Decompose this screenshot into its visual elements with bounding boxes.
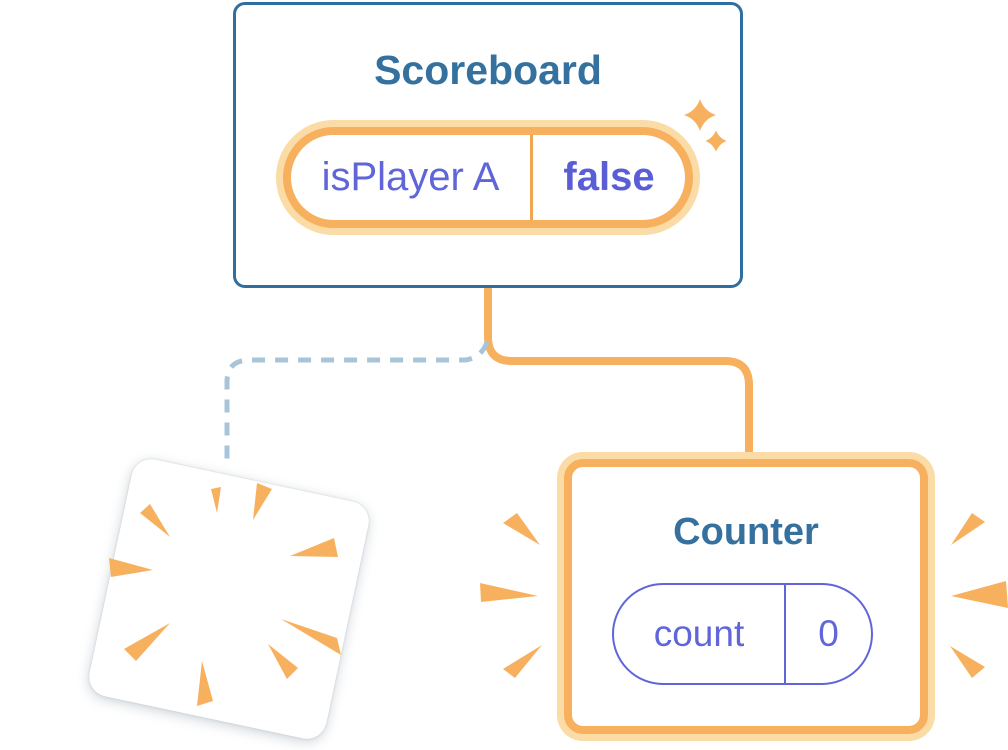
counter-state-pill: count 0	[612, 583, 873, 685]
solid-connector-line	[484, 286, 753, 454]
pill-divider	[784, 585, 786, 683]
state-key-label: count	[653, 613, 745, 654]
state-value-label: false	[563, 155, 655, 199]
scoreboard-title: Scoreboard	[374, 47, 602, 93]
pill-divider	[530, 135, 533, 220]
dashed-connector-line	[224, 341, 490, 460]
state-key-label: isPlayer A	[321, 155, 500, 199]
counter-card	[557, 452, 935, 741]
destroyed-component-card	[85, 455, 373, 743]
counter-title: Counter	[673, 511, 819, 553]
scoreboard-state-pill: isPlayer A false	[276, 120, 700, 235]
state-value-label: 0	[818, 613, 839, 654]
